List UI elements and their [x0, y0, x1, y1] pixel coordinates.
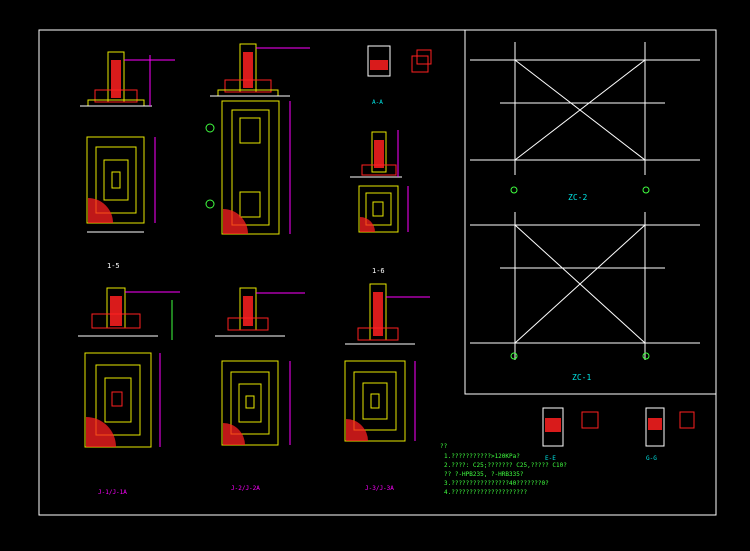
label-e-e: E-E	[545, 455, 556, 462]
footing-long-elevation	[210, 43, 310, 97]
detail-a-a	[367, 45, 432, 77]
label-section-1-6: 1-6	[372, 267, 385, 275]
notes-line-2: 2.????: C25;??????? C25,????? C10?	[444, 462, 567, 469]
footing-1-6-plan	[358, 185, 409, 233]
footing-j3-plan	[344, 360, 416, 442]
label-section-1-5: 1-5	[107, 262, 120, 270]
notes-line-4: 3.????????????????40???????0?	[444, 480, 549, 487]
footing-j1-elevation	[78, 287, 180, 340]
notes-heading: ??	[440, 443, 448, 450]
footing-j3-elevation	[345, 283, 430, 345]
footing-j2-elevation	[215, 287, 305, 337]
footing-1-6-elevation	[350, 130, 402, 178]
detail-g-g	[645, 407, 695, 447]
footing-1-5-plan	[86, 136, 156, 233]
label-zc2: ZC-2	[568, 193, 587, 202]
general-notes: ?? 1.???????????>120KPa? 2.????: C25;???…	[440, 443, 567, 496]
label-j2: J-2/J-2A	[231, 485, 260, 492]
bracing-zc2	[470, 42, 700, 194]
bracing-panel-frame	[464, 29, 717, 395]
label-section-a-a: A-A	[372, 99, 383, 106]
notes-line-5: 4.?????????????????????	[444, 489, 527, 496]
bracing-zc1	[470, 212, 700, 360]
label-zc1: ZC-1	[572, 373, 591, 382]
label-j3: J-3/J-3A	[365, 485, 394, 492]
label-g-g: G-G	[646, 455, 657, 462]
detail-e-e	[542, 407, 599, 447]
footing-j2-plan	[221, 360, 291, 446]
footing-j1-plan	[84, 352, 161, 448]
notes-line-1: 1.???????????>120KPa?	[444, 453, 520, 460]
label-j1: J-1/J-1A	[98, 489, 127, 496]
notes-line-3: ?? ?-HPB235, ?-HRB335?	[444, 471, 524, 478]
footing-long-plan	[205, 100, 291, 235]
footing-1-5-elevation	[80, 51, 175, 107]
